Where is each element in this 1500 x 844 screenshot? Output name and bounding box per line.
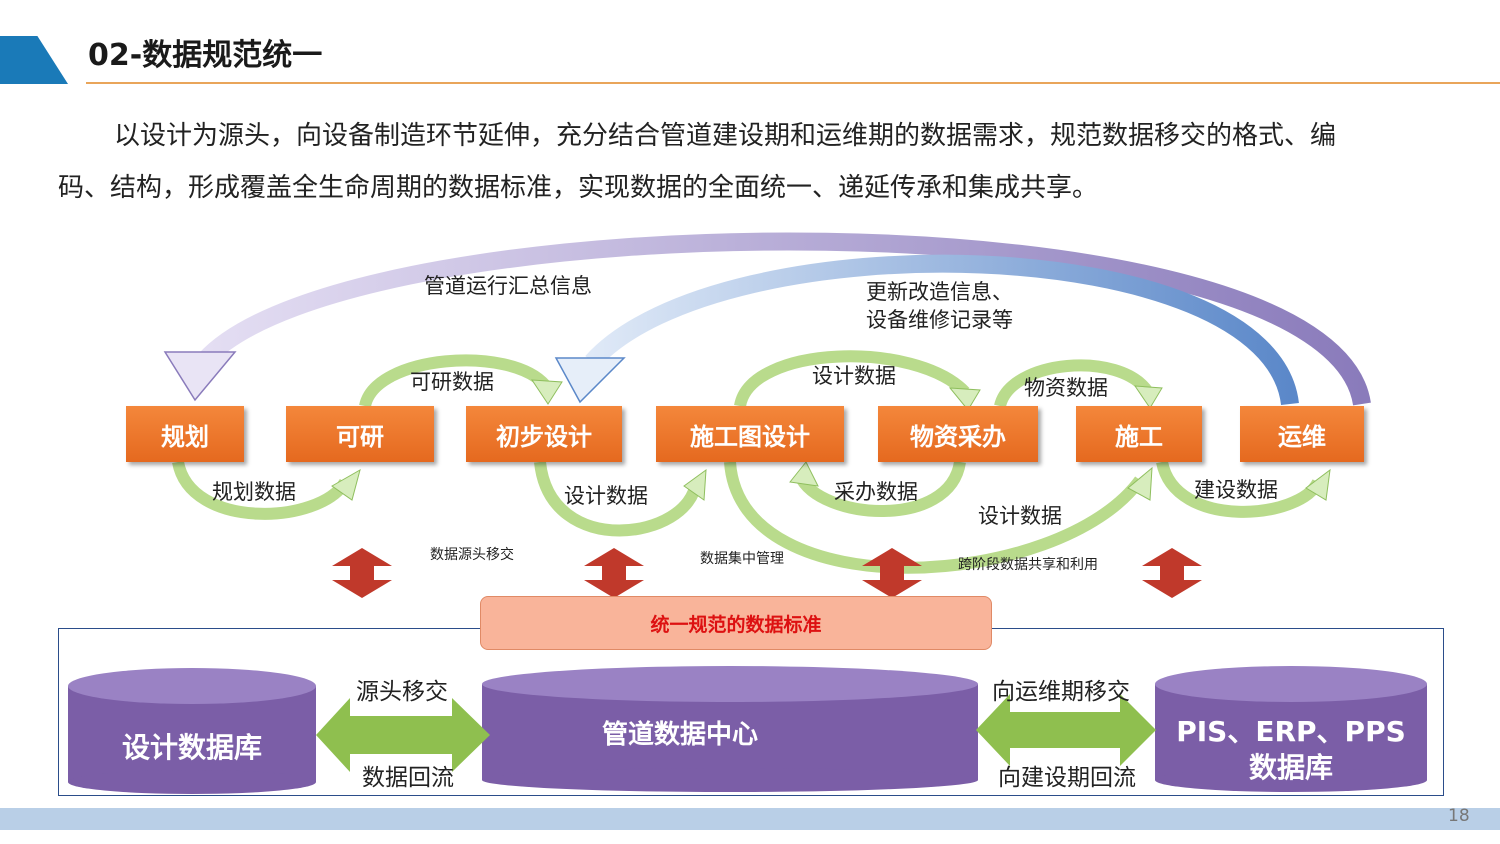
label-pipeline-info: 管道运行汇总信息 — [424, 274, 592, 298]
label-update-info-1: 更新改造信息、 — [866, 280, 1013, 304]
stage-feasibility: 可研 — [286, 406, 434, 462]
left-exchange-arrow — [316, 698, 490, 772]
intro-line-2: 码、结构，形成覆盖全生命周期的数据标准，实现数据的全面统一、递延传承和集成共享。 — [58, 173, 1099, 203]
unified-standard-box: 统一规范的数据标准 — [480, 596, 992, 650]
label-material-data: 物资数据 — [1024, 376, 1108, 400]
right-exchange-arrow — [976, 694, 1156, 766]
label-source-handover: 数据源头移交 — [430, 547, 514, 563]
red-double-arrow-1 — [332, 548, 392, 598]
stage-planning: 规划 — [126, 406, 244, 462]
label-design-data-top: 设计数据 — [812, 364, 896, 388]
red-double-arrow-4 — [1142, 548, 1202, 598]
purple-return-arrow — [198, 232, 1371, 406]
label-design-data-2: 设计数据 — [978, 504, 1062, 528]
red-double-arrows — [332, 548, 1202, 598]
stage-preliminary-design: 初步设计 — [466, 406, 622, 462]
label-procurement-data: 采办数据 — [834, 480, 918, 504]
data-center-label: 管道数据中心 — [601, 720, 758, 750]
label-data-backflow: 数据回流 — [362, 765, 454, 791]
label-update-info-2: 设备维修记录等 — [866, 308, 1013, 332]
design-database — [68, 668, 316, 794]
label-construction-backflow: 向建设期回流 — [998, 765, 1136, 791]
db-exchange-arrows — [316, 694, 1156, 772]
blue-return-arrow — [585, 254, 1299, 406]
title-divider — [86, 82, 1500, 84]
label-to-om: 向运维期移交 — [992, 679, 1130, 705]
label-construction-data: 建设数据 — [1194, 478, 1278, 502]
data-center-database — [482, 666, 978, 792]
top-green-arrows — [359, 350, 1153, 408]
page-number: 18 — [1448, 806, 1470, 826]
erp-db-label-2: 数据库 — [1248, 751, 1333, 784]
intro-paragraph: 以设计为源头，向设备制造环节延伸，充分结合管道建设期和运维期的数据需求，规范数据… — [58, 110, 1448, 214]
stage-operation: 运维 — [1240, 406, 1364, 462]
footer-bar — [0, 808, 1500, 830]
blue-arrowhead — [554, 357, 626, 404]
label-planning-data: 规划数据 — [212, 480, 296, 504]
bottom-green-arrows — [172, 460, 1324, 574]
label-central-mgmt: 数据集中管理 — [700, 551, 784, 567]
label-feasibility-data: 可研数据 — [410, 370, 494, 394]
label-design-data-1: 设计数据 — [564, 484, 648, 508]
erp-db-label-1: PIS、ERP、PPS — [1176, 715, 1406, 748]
red-double-arrow-2 — [584, 548, 644, 598]
erp-database — [1155, 666, 1427, 792]
stage-construction-drawing: 施工图设计 — [656, 406, 844, 462]
purple-arrowhead — [163, 351, 237, 402]
design-db-label: 设计数据库 — [121, 731, 262, 764]
stage-construction: 施工 — [1076, 406, 1202, 462]
page-title: 02-数据规范统一 — [88, 38, 323, 73]
label-cross-stage: 跨阶段数据共享和利用 — [958, 557, 1098, 573]
stage-procurement: 物资采办 — [878, 406, 1038, 462]
red-double-arrow-3 — [862, 548, 922, 598]
intro-line-1: 以设计为源头，向设备制造环节延伸，充分结合管道建设期和运维期的数据需求，规范数据… — [114, 121, 1337, 151]
label-source-transfer: 源头移交 — [356, 679, 448, 705]
